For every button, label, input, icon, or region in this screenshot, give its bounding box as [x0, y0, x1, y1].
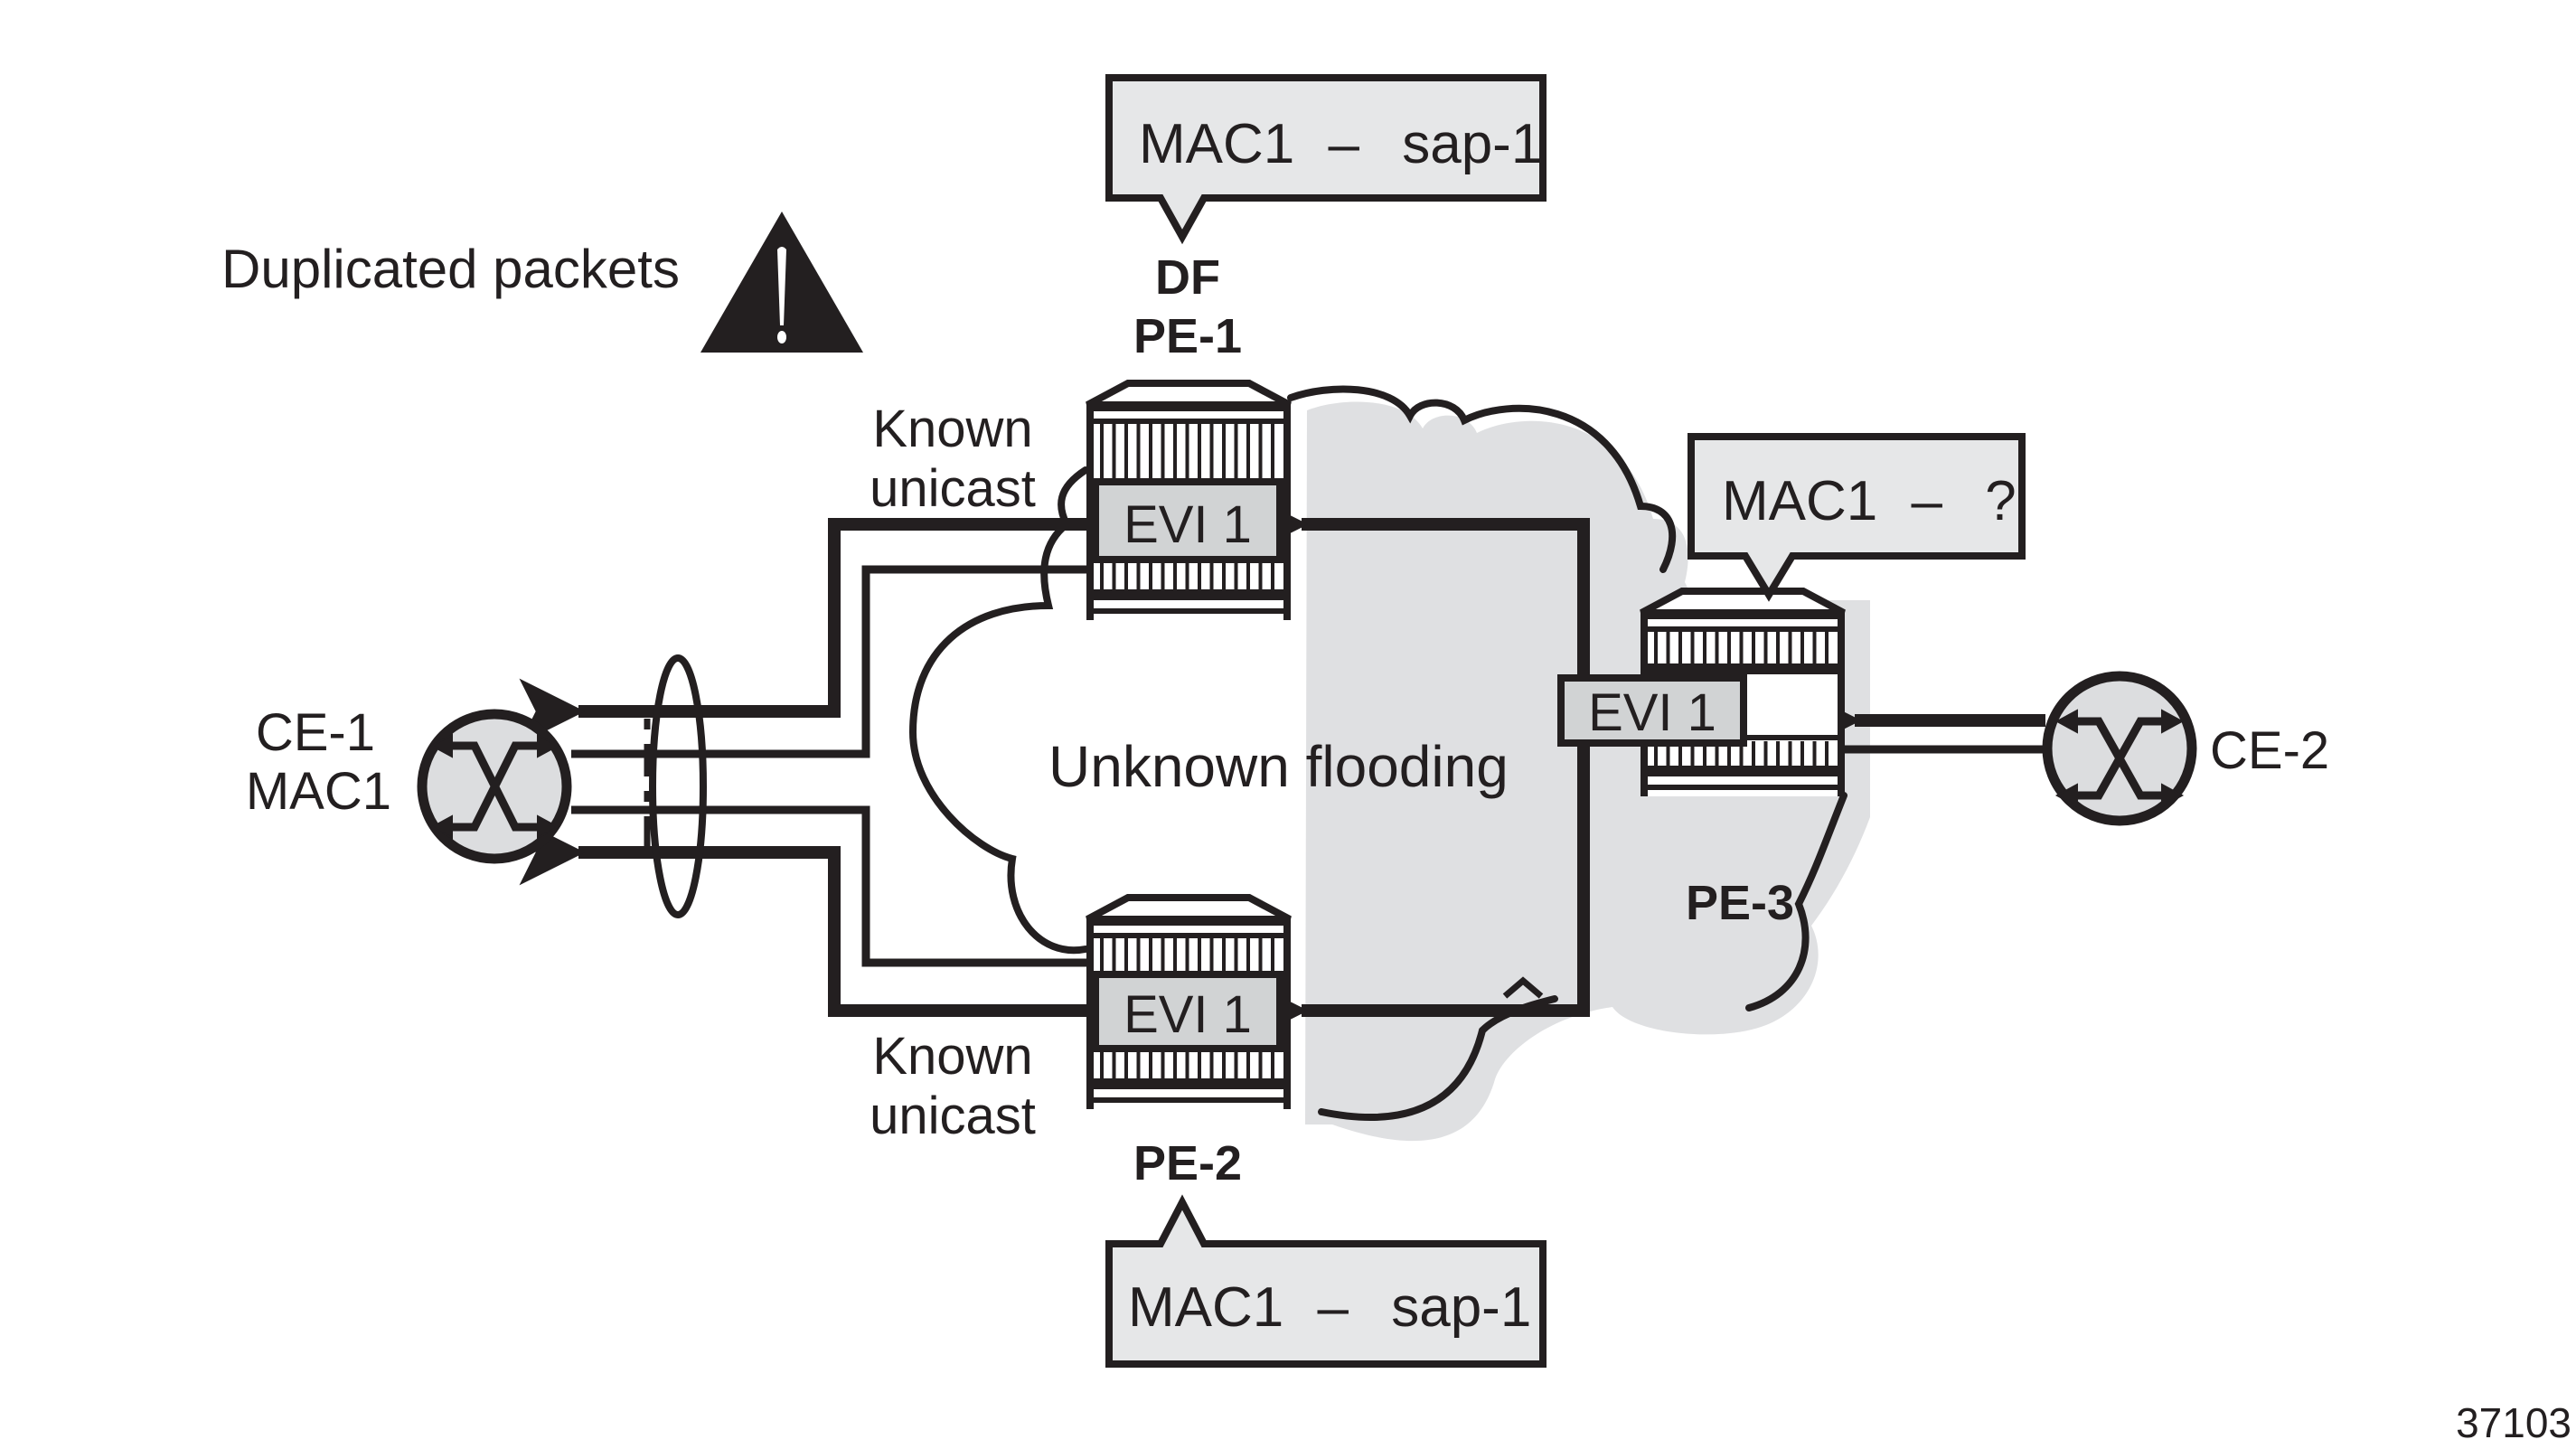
- link-pe3-to-pe2: [1242, 705, 1590, 1044]
- pe3-callout-mac: MAC1: [1722, 470, 1877, 532]
- pe3-callout-value: ?: [1985, 470, 2016, 532]
- switch-icon: [2054, 709, 2185, 808]
- pe2-mac-callout: MAC1 – sap-1: [1105, 1194, 1547, 1368]
- pe3-name: PE-3: [1686, 876, 1794, 930]
- ce2-switch[interactable]: CE-2: [2042, 671, 2329, 826]
- link-pe1-to-ce1: [519, 518, 1095, 745]
- cloud-inner-notch: [1502, 976, 1544, 999]
- cloud-label: Unknown flooding: [1048, 734, 1509, 799]
- pe2-name: PE-2: [1133, 1136, 1242, 1190]
- pe1-callout-dash: –: [1329, 113, 1360, 175]
- svg-text:MAC1 – ?: MAC1 – ?: [1722, 470, 2017, 532]
- link-pe3-to-pe1: [1242, 491, 1590, 723]
- svg-text:MAC1 – sap-1: MAC1 – sap-1: [1139, 113, 1542, 175]
- link-pe2-ce1-member: [571, 805, 1095, 967]
- pe2-callout-value: sap-1: [1391, 1276, 1531, 1339]
- router-top-cap: [1086, 380, 1292, 409]
- pe1-link-label-known: Known: [872, 400, 1032, 458]
- warning-label: Duplicated packets: [221, 239, 680, 299]
- ce2-name: CE-2: [2210, 721, 2329, 780]
- pe1-evi-box[interactable]: EVI 1: [1092, 478, 1283, 563]
- pe2-callout-mac: MAC1: [1128, 1276, 1283, 1339]
- cloud-outline: [908, 385, 1847, 1121]
- pe2-evi-label: EVI 1: [1123, 985, 1252, 1044]
- svg-text:MAC1 – sap-1: MAC1 – sap-1: [1128, 1276, 1531, 1339]
- link-pe2-to-ce1: [519, 819, 1095, 1017]
- links: [519, 491, 2045, 1044]
- router-top-cap: [1086, 894, 1292, 923]
- lag-ellipse: [649, 654, 707, 918]
- warning-triangle-icon: [700, 212, 863, 353]
- pe1-role-label: DF: [1155, 250, 1220, 305]
- pe3-evi-label: EVI 1: [1588, 683, 1716, 742]
- pe1-evi-label: EVI 1: [1123, 495, 1252, 554]
- switch-icon: [429, 733, 560, 840]
- link-pe1-ce1-member: [571, 565, 1095, 758]
- pe3-evi-box[interactable]: EVI 1: [1557, 674, 1747, 747]
- pe1-link-label-unicast: unicast: [870, 459, 1036, 518]
- pe2-link-label-unicast: unicast: [870, 1087, 1036, 1145]
- pe2-link-label-known: Known: [872, 1027, 1032, 1086]
- pe1-callout-mac: MAC1: [1139, 113, 1294, 175]
- pe1-callout-value: sap-1: [1402, 113, 1542, 175]
- figure-id: 37103: [2456, 1399, 2571, 1446]
- ce1-mac: MAC1: [246, 762, 391, 821]
- pe2-evi-box[interactable]: EVI 1: [1092, 971, 1283, 1052]
- pe3-callout-dash: –: [1912, 470, 1943, 532]
- pe2-callout-dash: –: [1318, 1276, 1349, 1339]
- lag-bundle: [644, 654, 707, 918]
- pe1-mac-callout: MAC1 – sap-1: [1105, 74, 1547, 245]
- pe3-mac-callout: MAC1 – ?: [1688, 433, 2026, 602]
- router-top-cap: [1640, 588, 1846, 616]
- ce1-name: CE-1: [256, 703, 375, 762]
- pe1-name: PE-1: [1133, 309, 1242, 363]
- ce1-switch[interactable]: CE-1 MAC1: [246, 703, 572, 864]
